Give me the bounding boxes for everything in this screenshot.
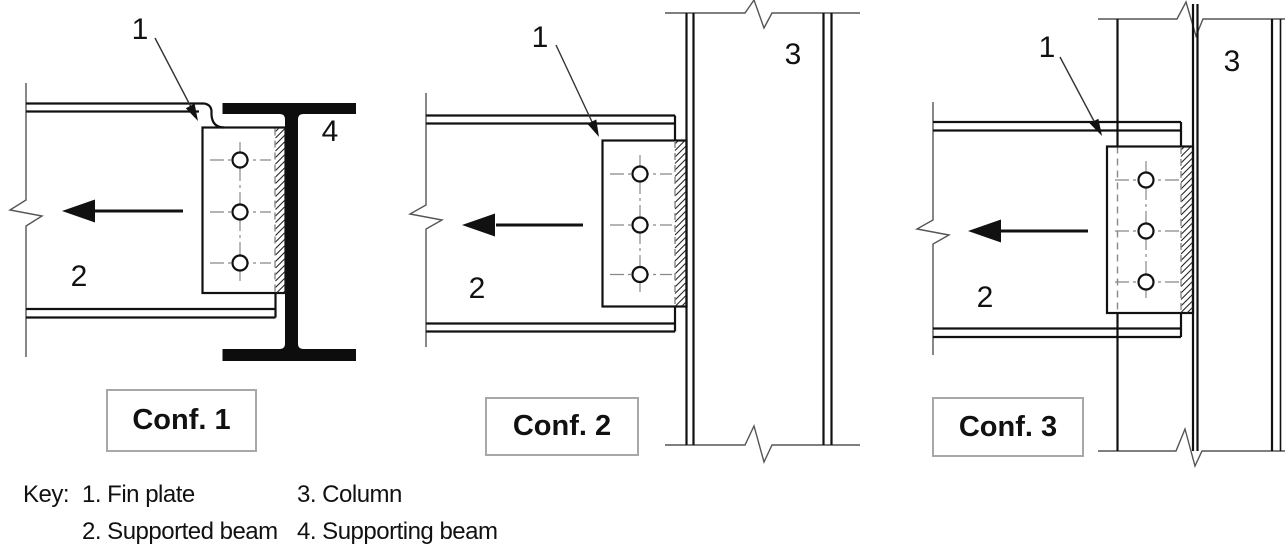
conf2-callout-supported-beam: 2 [468,272,486,305]
conf1-callout-fin-plate: 1 [131,13,149,46]
conf3-caption-box: Conf. 3 [932,397,1084,457]
conf3-shear-arrowhead-icon [968,219,1001,243]
conf2-weld-hatch [674,140,687,307]
conf3-caption: Conf. 3 [958,410,1058,443]
conf1-beam-top-flange [26,102,204,113]
conf3-callout-fin-plate: 1 [1038,31,1056,64]
conf3-bolt-hole [1137,222,1155,240]
conf2-diagram [407,0,860,465]
conf1-bolt-hole [231,203,249,221]
conf1-callout-supported-beam: 2 [70,260,88,293]
key-item-fin-plate: 1. Fin plate [82,481,195,508]
conf2-bolt-hole [631,165,649,183]
conf3-callout-column: 3 [1223,45,1241,78]
conf3-beam-bottom-flange [933,313,1183,339]
conf1-bolt-hole [231,254,249,272]
conf1-weld-hatch [275,128,286,293]
conf1-caption: Conf. 1 [132,404,231,436]
conf2-beam-break-line [407,93,445,347]
key-item-supported-beam: 2. Supported beam [82,518,278,545]
conf2-bolt-hole [631,216,649,234]
key-item-supporting-beam: 4. Supporting beam [297,518,498,545]
conf3-column-bottom-break [1098,426,1285,469]
conf2-leader-line [555,44,594,125]
conf2-column-bottom-break [665,424,860,465]
conf1-diagram [8,37,356,361]
conf3-weld-hatch [1180,146,1194,314]
conf1-shear-arrowhead-icon [62,199,95,223]
conf2-bolt-hole [631,265,649,284]
key-label: Key: [23,481,70,508]
conf3-beam-top-flange [933,120,1183,147]
conf2-callout-fin-plate: 1 [531,21,549,54]
conf1-beam-bottom-flange [26,293,277,319]
conf3-callout-supported-beam: 2 [976,281,994,314]
conf3-bolt-hole [1137,171,1155,189]
conf2-column-flanges [685,13,833,445]
conf1-leader-line [154,37,192,108]
conf2-shear-arrowhead-icon [462,213,495,237]
conf1-caption-box: Conf. 1 [106,389,257,452]
conf3-diagram [914,0,1285,469]
conf3-beam-break-line [914,102,952,355]
conf1-fin-plate [201,126,287,295]
conf2-caption: Conf. 2 [512,410,612,442]
conf2-leader-arrowhead-icon [587,119,599,137]
conf1-supporting-beam-section [222,103,356,361]
conf1-cope-weld-detail [203,102,225,129]
conf3-bolt-hole [1137,273,1155,291]
conf2-beam-bottom-flange [426,306,677,333]
conf1-beam-break-line [8,83,44,357]
conf3-column-top-break [1098,0,1285,39]
conf3-leader-line [1059,56,1096,124]
conf1-bolt-hole [231,151,249,169]
conf1-callout-supporting-beam: 4 [321,115,339,148]
conf3-leader-arrowhead-icon [1089,118,1102,136]
key-item-column: 3. Column [297,481,402,508]
conf2-fin-plate [601,139,688,308]
conf2-column-top-break [665,0,860,30]
conf1-leader-arrowhead-icon [185,103,198,121]
conf2-callout-column: 3 [784,38,802,71]
conf2-caption-box: Conf. 2 [485,397,639,456]
conf2-beam-top-flange [426,114,677,141]
